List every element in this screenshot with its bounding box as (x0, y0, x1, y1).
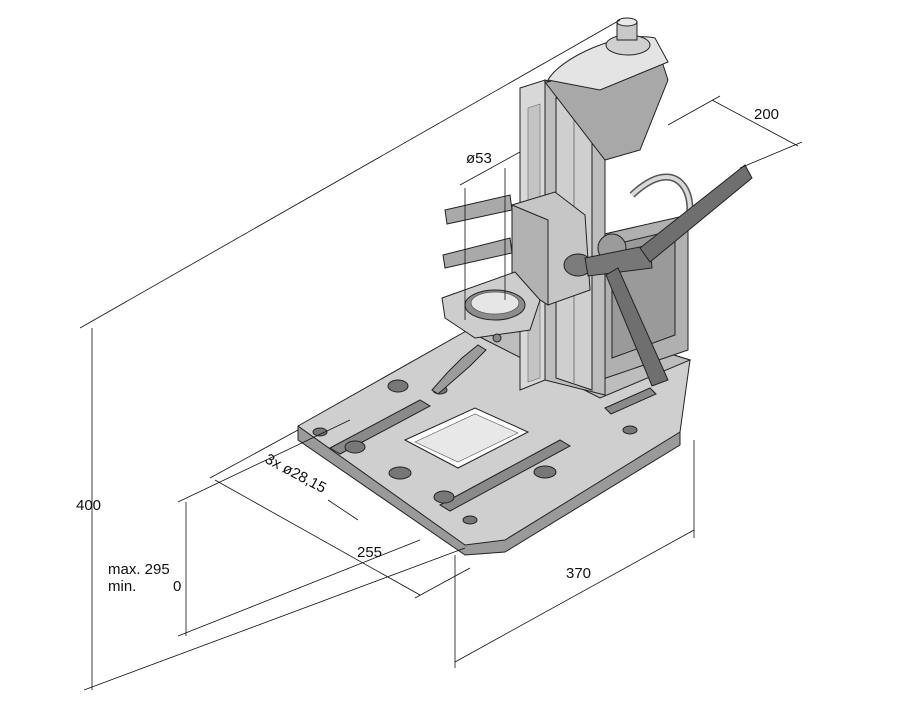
dim-base-depth: 370 (566, 565, 591, 582)
base-hole (344, 440, 366, 454)
coolant-fitting (431, 344, 487, 395)
dimension-lines (79, 19, 803, 691)
base-hole (622, 425, 638, 435)
dim-holes: 3x ø28,15 (262, 451, 329, 497)
dim-stroke-min: min. (108, 578, 136, 595)
base-hole (462, 515, 478, 525)
base-hole (388, 466, 412, 480)
dim-column-offset: 200 (754, 106, 779, 123)
handle-arm (639, 164, 753, 263)
base-hole (312, 427, 328, 437)
base-hole (533, 465, 557, 479)
feed-handle[interactable] (563, 164, 753, 387)
dim-stroke-min-value: 0 (173, 578, 181, 595)
base-hole (433, 490, 455, 504)
handle-arm (605, 267, 669, 387)
carriage (431, 191, 591, 395)
dim-overall-height: 400 (76, 497, 101, 514)
base-hole (387, 379, 409, 393)
dim-stroke-max: max. 295 (108, 561, 170, 578)
base-slot (604, 387, 657, 415)
dim-clamp-diameter: ø53 (466, 150, 492, 167)
dim-base-width: 255 (357, 544, 382, 561)
base-slot (438, 439, 572, 512)
